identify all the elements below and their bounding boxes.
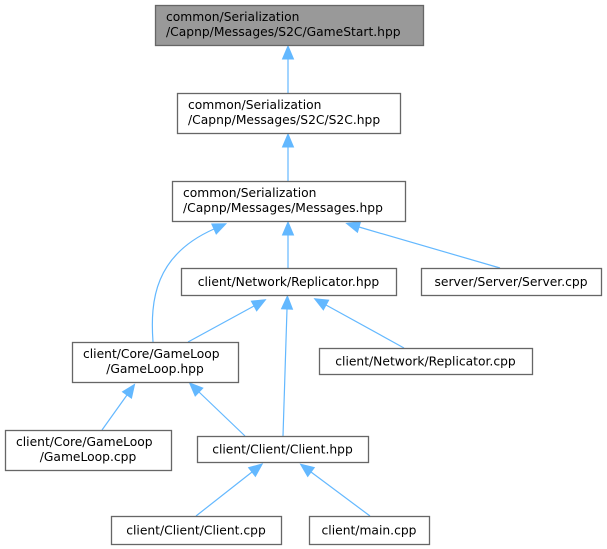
node-label: /Capnp/Messages/S2C/S2C.hpp bbox=[188, 113, 380, 127]
node-gameloop-hpp[interactable]: client/Core/GameLoop/GameLoop.hpp bbox=[71, 341, 240, 384]
edge-client_hpp-to-gameloop_hpp bbox=[188, 382, 246, 437]
edge-line bbox=[101, 394, 128, 431]
node-label: client/Network/Replicator.hpp bbox=[198, 275, 380, 289]
edge-gameloop_hpp-to-messages bbox=[151, 223, 228, 343]
node-box bbox=[4, 429, 173, 472]
node-box bbox=[420, 267, 603, 297]
arrowhead-icon bbox=[345, 221, 362, 234]
edge-messages-to-s2c bbox=[281, 132, 295, 181]
edge-line bbox=[310, 471, 371, 517]
node-messages[interactable]: common/Serialization/Capnp/Messages/Mess… bbox=[171, 180, 407, 223]
edge-line bbox=[195, 471, 253, 517]
arrowhead-icon bbox=[121, 383, 136, 400]
edge-s2c-to-gamestart bbox=[281, 44, 295, 93]
arrowhead-icon bbox=[188, 382, 204, 397]
edge-gameloop_cpp-to-gameloop_hpp bbox=[101, 383, 136, 431]
node-replicator-hpp[interactable]: client/Network/Replicator.hpp bbox=[180, 267, 398, 297]
node-label: client/Client/Client.cpp bbox=[126, 524, 266, 538]
arrowhead-icon bbox=[313, 298, 330, 311]
arrowhead-icon bbox=[281, 220, 295, 236]
edge-replicator_cpp-to-replicator_hpp bbox=[313, 298, 405, 349]
node-label: client/Core/GameLoop bbox=[16, 435, 153, 449]
edge-server_cpp-to-messages bbox=[345, 221, 501, 269]
node-box bbox=[171, 180, 407, 223]
arrowhead-icon bbox=[247, 463, 264, 478]
edge-client_hpp-to-replicator_hpp bbox=[280, 294, 294, 437]
node-box bbox=[110, 515, 283, 546]
node-box bbox=[176, 92, 402, 135]
edge-gameloop_hpp-to-replicator_hpp bbox=[187, 299, 267, 343]
node-box bbox=[154, 4, 425, 47]
node-box bbox=[196, 435, 370, 464]
node-server-cpp[interactable]: server/Server/Server.cpp bbox=[420, 267, 603, 297]
node-label: /Capnp/Messages/S2C/GameStart.hpp bbox=[166, 25, 401, 39]
node-gameloop-cpp[interactable]: client/Core/GameLoop/GameLoop.cpp bbox=[4, 429, 173, 472]
node-label: client/Network/Replicator.cpp bbox=[335, 355, 516, 369]
node-gamestart: common/Serialization/Capnp/Messages/S2C/… bbox=[154, 4, 425, 47]
node-box bbox=[308, 515, 431, 546]
node-main-cpp[interactable]: client/main.cpp bbox=[308, 515, 431, 546]
node-label: /GameLoop.hpp bbox=[106, 362, 204, 376]
edge-line bbox=[187, 305, 255, 343]
node-box bbox=[71, 341, 240, 384]
node-s2c[interactable]: common/Serialization/Capnp/Messages/S2C/… bbox=[176, 92, 402, 135]
edge-main_cpp-to-client_hpp bbox=[299, 463, 371, 517]
node-label: server/Server/Server.cpp bbox=[434, 275, 587, 289]
arrowhead-icon bbox=[281, 44, 295, 60]
edge-line bbox=[325, 304, 405, 349]
edge-replicator_hpp-to-messages bbox=[281, 220, 295, 268]
node-replicator-cpp[interactable]: client/Network/Replicator.cpp bbox=[318, 347, 534, 376]
node-label: common/Serialization bbox=[188, 98, 321, 112]
arrowhead-icon bbox=[299, 463, 316, 478]
node-label: /GameLoop.cpp bbox=[40, 450, 137, 464]
node-label: client/Core/GameLoop bbox=[83, 347, 220, 361]
node-box bbox=[180, 267, 398, 297]
node-label: client/Client/Client.hpp bbox=[212, 443, 353, 457]
edge-line bbox=[198, 391, 246, 437]
edge-client_cpp-to-client_hpp bbox=[195, 463, 264, 517]
edge-line bbox=[282, 308, 288, 437]
arrowhead-icon bbox=[250, 299, 267, 312]
node-label: /Capnp/Messages/Messages.hpp bbox=[183, 201, 383, 215]
node-box bbox=[318, 347, 534, 376]
node-client-hpp[interactable]: client/Client/Client.hpp bbox=[196, 435, 370, 464]
node-label: common/Serialization bbox=[183, 186, 316, 200]
node-label: client/main.cpp bbox=[322, 524, 417, 538]
arrowhead-icon bbox=[280, 294, 294, 310]
node-client-cpp[interactable]: client/Client/Client.cpp bbox=[110, 515, 283, 546]
edge-line bbox=[151, 228, 215, 343]
node-label: common/Serialization bbox=[166, 10, 299, 24]
arrowhead-icon bbox=[211, 223, 228, 235]
arrowhead-icon bbox=[281, 132, 295, 148]
edge-line bbox=[358, 226, 501, 269]
